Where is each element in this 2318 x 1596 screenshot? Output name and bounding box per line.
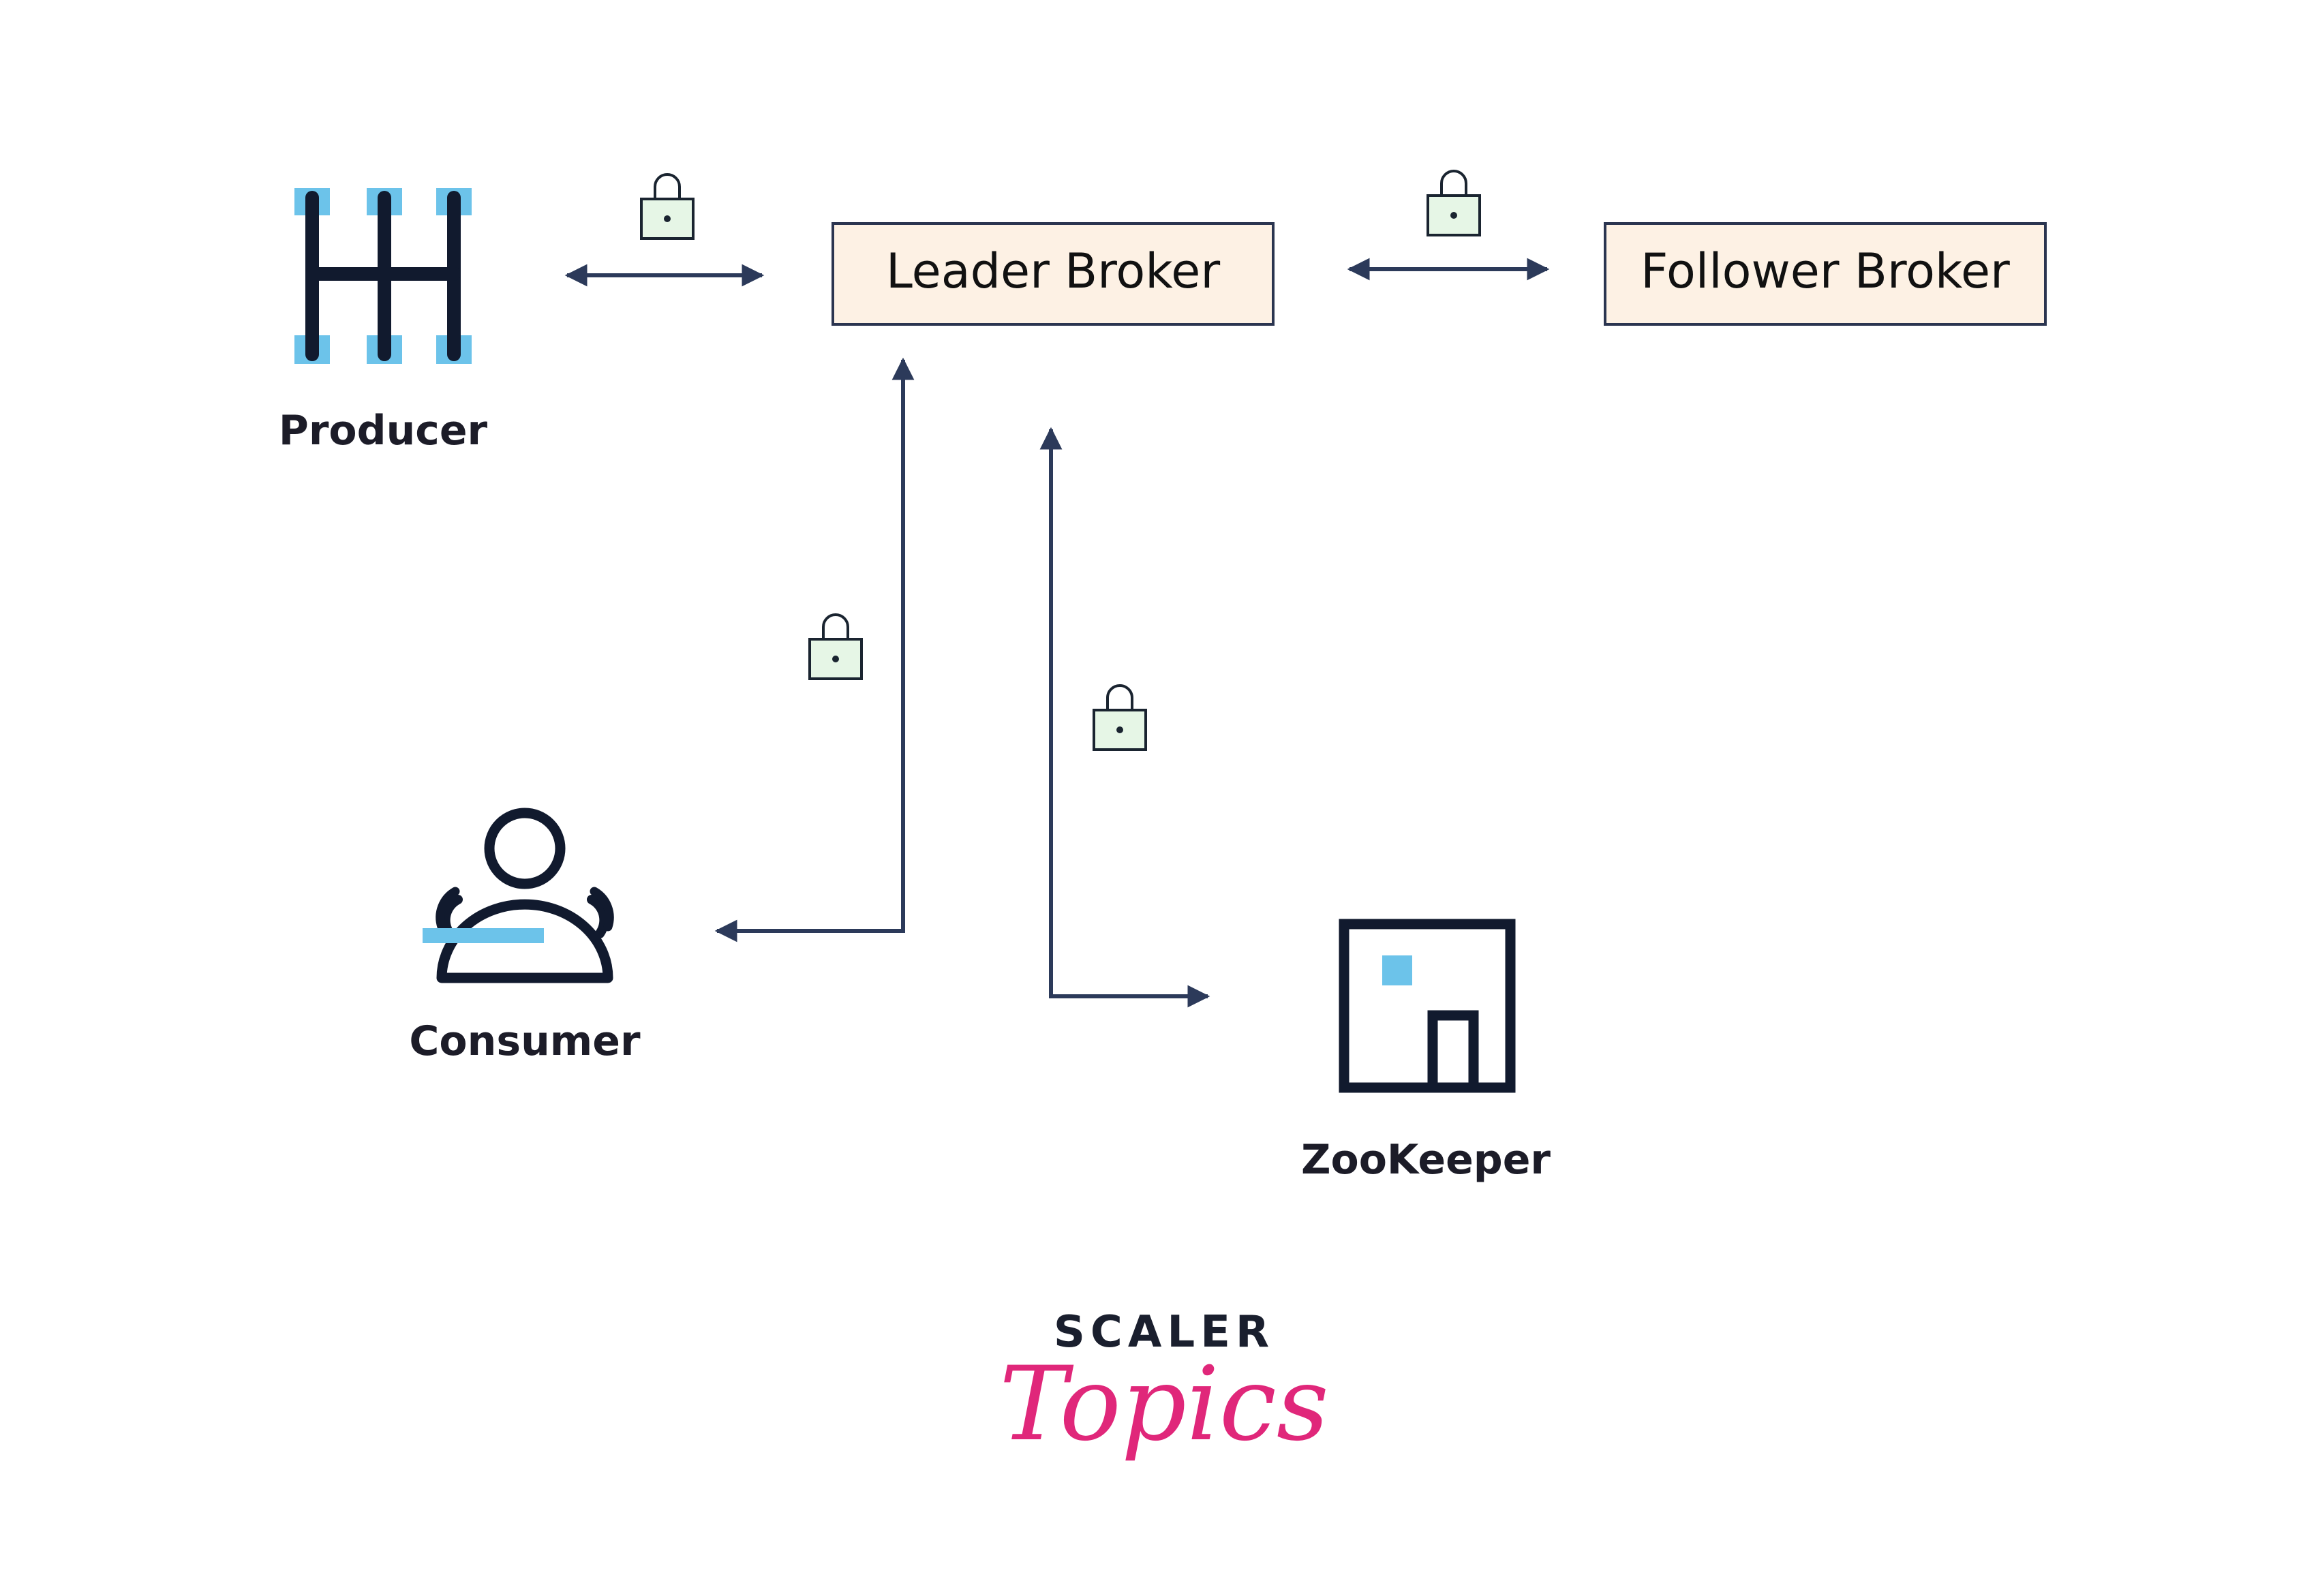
- edge-leader-zookeeper: [1039, 427, 1210, 1008]
- lock-icon: [640, 173, 695, 240]
- follower-broker-box: Follower Broker: [1604, 222, 2047, 326]
- leader-broker-box: Leader Broker: [832, 222, 1275, 326]
- logo-line2: Topics: [999, 1345, 1329, 1464]
- lock-icon: [1093, 684, 1147, 751]
- leader-broker-label: Leader Broker: [886, 243, 1220, 299]
- edge-leader-consumer: [714, 357, 915, 942]
- window-door-icon: [1339, 919, 1516, 1093]
- consumer-label: Consumer: [409, 1017, 641, 1065]
- zookeeper-label: ZooKeeper: [1301, 1136, 1551, 1184]
- user-group-icon: [423, 808, 614, 983]
- lock-icon: [1427, 170, 1481, 236]
- gear-shift-icon: [294, 188, 472, 364]
- follower-broker-label: Follower Broker: [1641, 243, 2010, 299]
- logo-line1: SCALER: [1054, 1307, 1275, 1357]
- producer-label: Producer: [279, 407, 488, 455]
- lock-icon: [808, 613, 863, 680]
- scaler-topics-logo: SCALER Topics: [999, 1307, 1329, 1464]
